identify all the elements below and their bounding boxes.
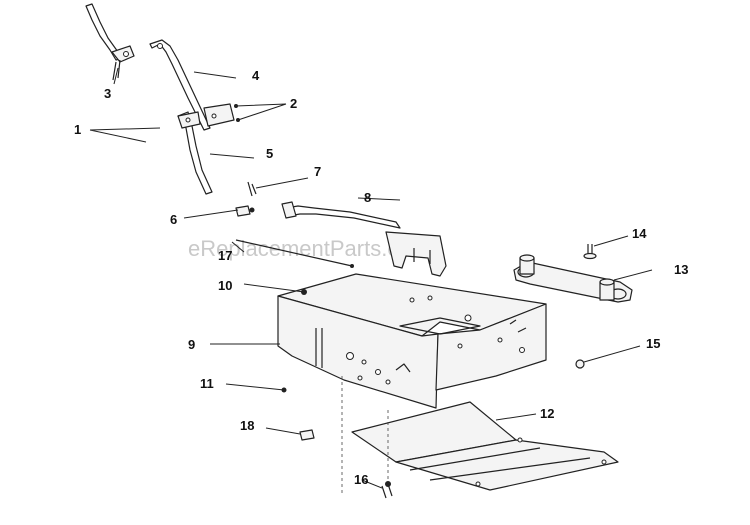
part-4-rod [149,39,211,131]
part-3-lever-top [85,3,135,81]
part-18-bolt [299,429,315,441]
part-7-pin [247,181,257,197]
part-8-link-rod [281,201,447,277]
callout-11: 11 [200,376,214,391]
part-14-bolt [583,244,597,260]
callout-12: 12 [540,406,554,421]
callout-16: 16 [354,472,368,487]
part-13-plate [513,254,633,303]
callout-15: 15 [646,336,660,351]
part-9-frame [277,273,547,409]
leader-lines [89,67,653,489]
callout-13: 13 [674,262,688,277]
alignment-lines [341,376,389,496]
callout-3: 3 [104,86,111,101]
callout-14: 14 [632,226,647,241]
part-2-bracket [203,103,240,127]
callout-8: 8 [364,190,371,205]
part-5-rod [177,111,213,195]
callout-17: 17 [218,248,232,263]
part-15-nut [575,359,585,369]
callout-7: 7 [314,164,321,179]
callout-6: 6 [170,212,177,227]
part-17-spring [235,239,354,268]
callout-10: 10 [218,278,232,293]
callout-labels: 1 2 3 4 5 6 7 8 9 10 11 12 13 14 15 16 1… [74,68,688,487]
callout-4: 4 [252,68,260,83]
callout-18: 18 [240,418,254,433]
callout-9: 9 [188,337,195,352]
part-12-floor-plate [351,401,619,491]
part-6-bolt [235,205,255,217]
part-16-bolt [381,481,393,499]
callout-2: 2 [290,96,297,111]
callout-1: 1 [74,122,81,137]
callout-5: 5 [266,146,273,161]
